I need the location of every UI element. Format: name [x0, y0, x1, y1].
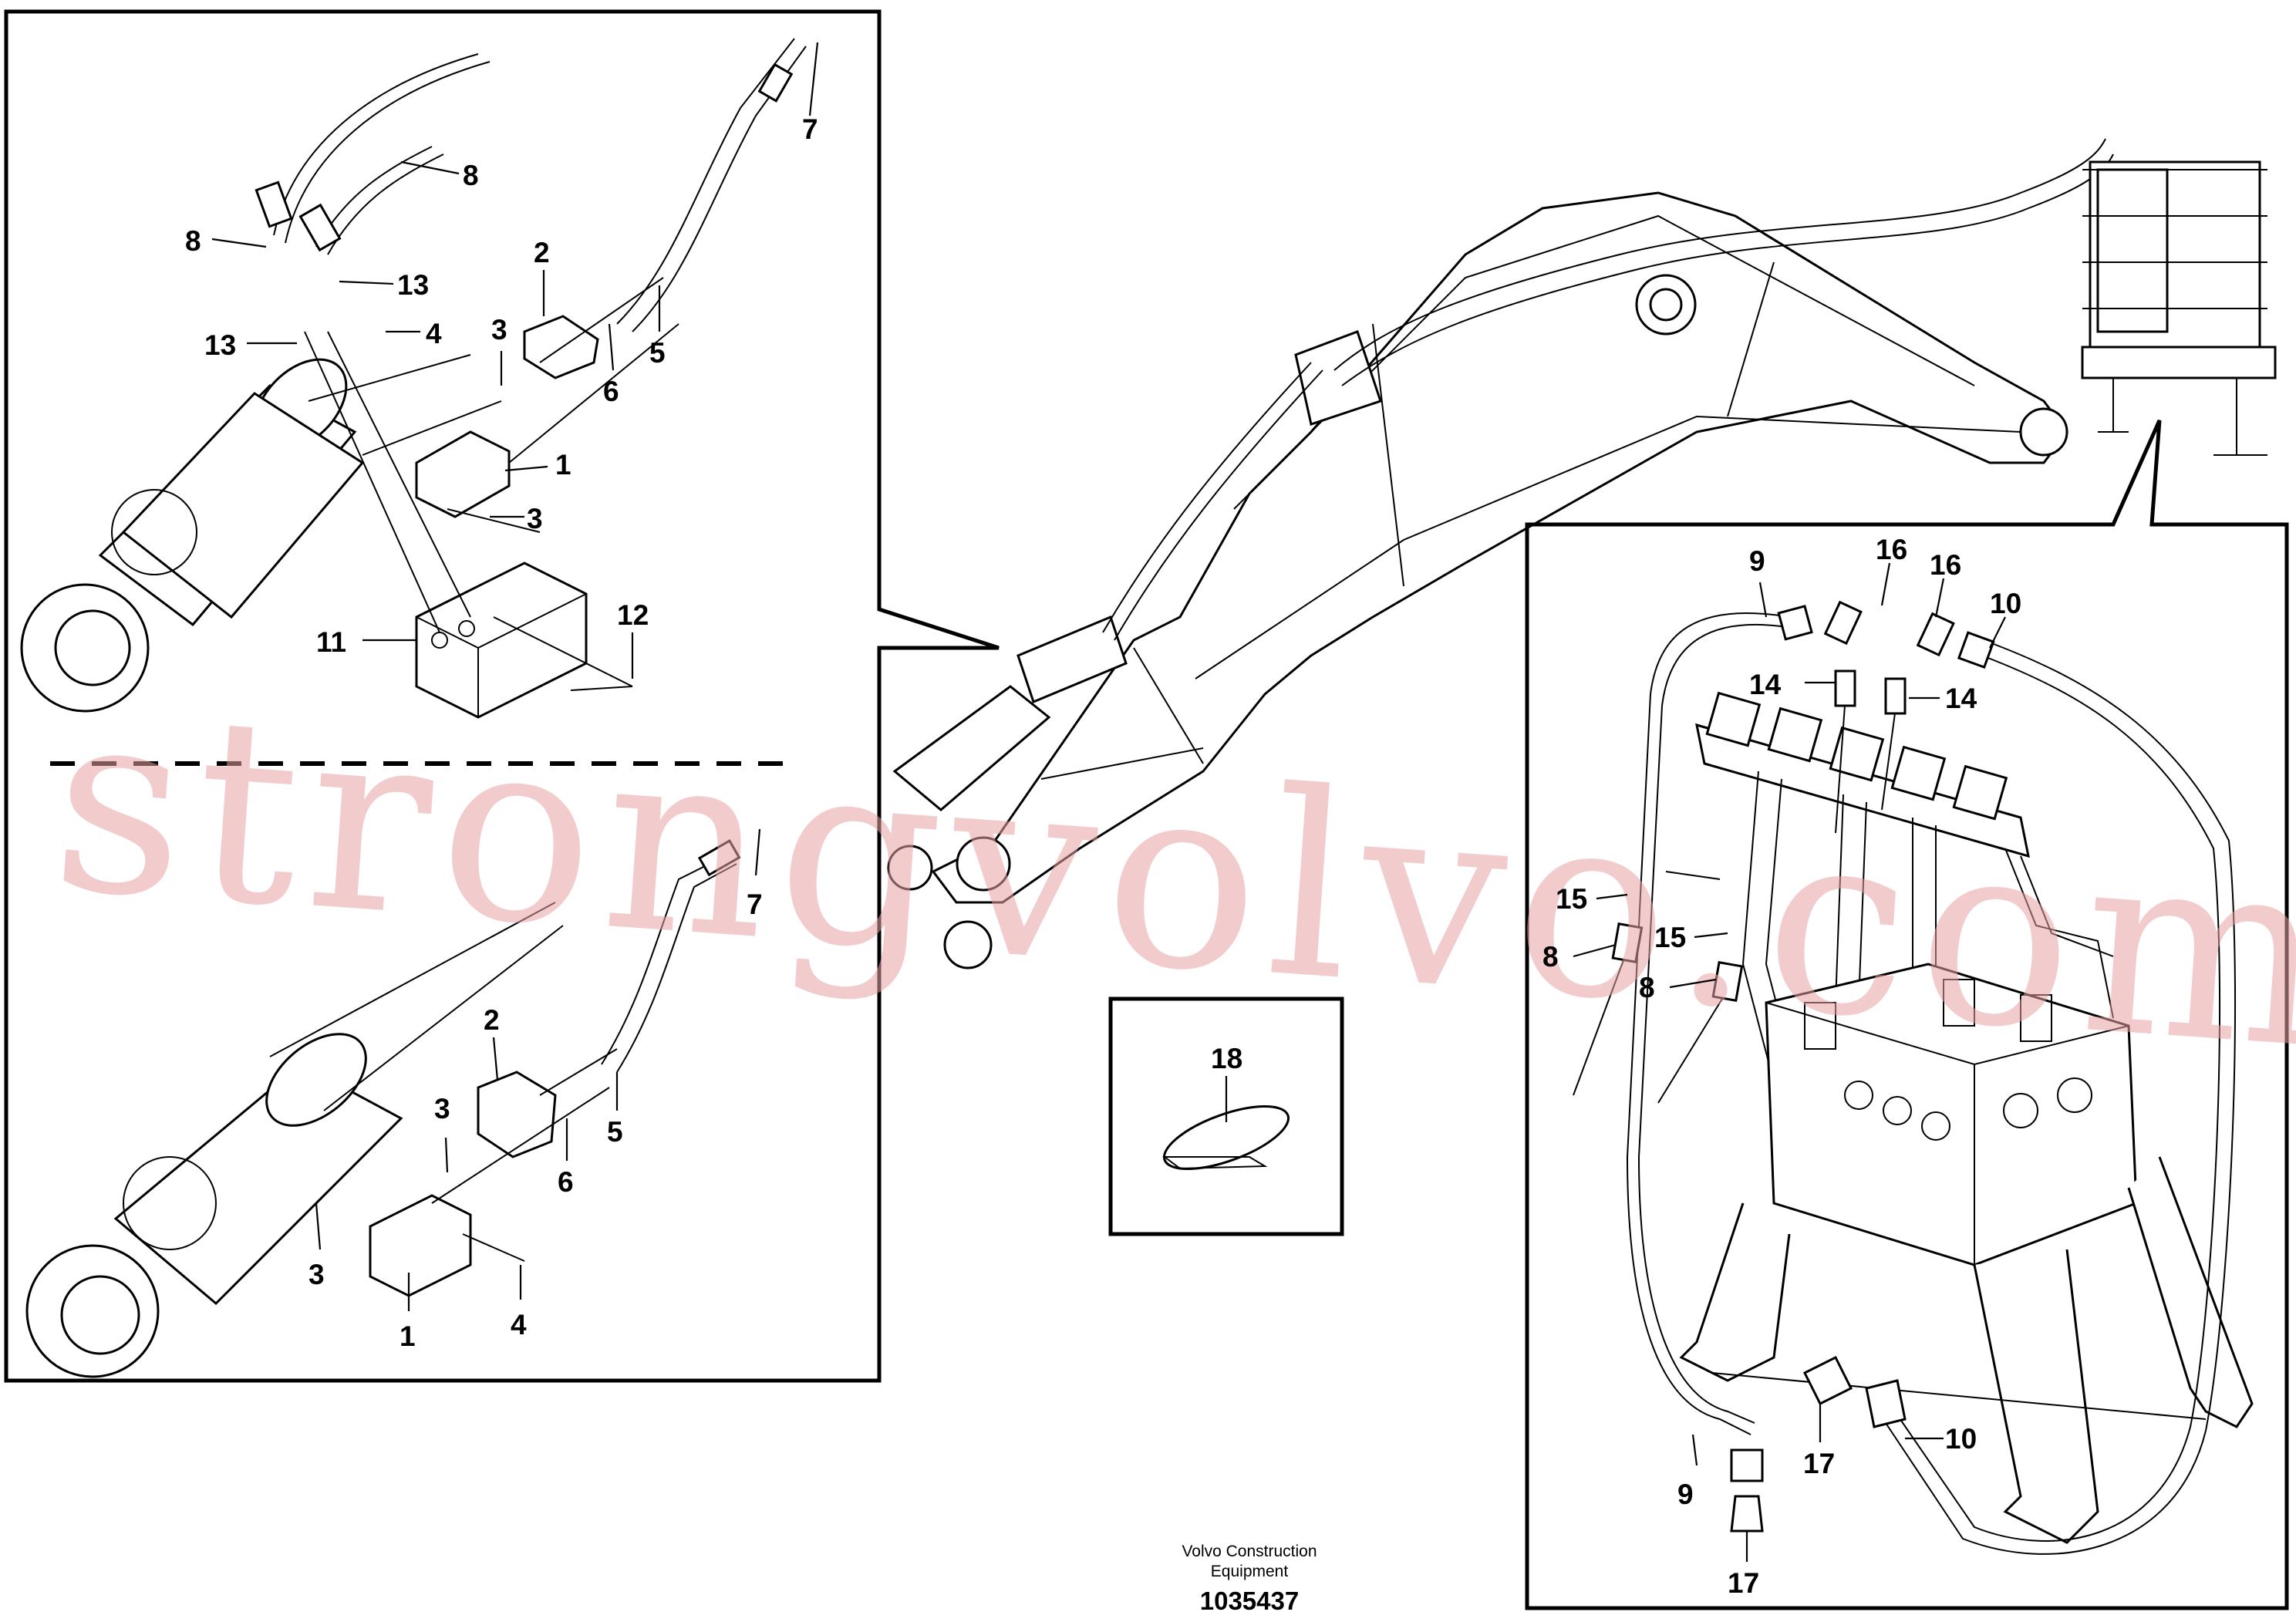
callout-17-top: 17 [1803, 1448, 1835, 1479]
callout-3-bottom-lower: 3 [308, 1259, 325, 1290]
callout-8-right-left: 8 [1542, 941, 1559, 973]
callout-15-right: 15 [1654, 922, 1686, 953]
callout-4-top: 4 [426, 318, 442, 349]
cable-tie-frame [1108, 996, 1344, 1236]
callout-3-top-lower: 3 [527, 503, 543, 534]
company-line-1: Volvo Construction [1182, 1543, 1317, 1560]
excavator-boom-illustration [887, 138, 2277, 969]
callout-2-bottom: 2 [484, 1004, 500, 1036]
callout-16-right: 16 [1930, 549, 1961, 581]
callout-12-top: 12 [617, 599, 649, 631]
callout-7-bottom: 7 [747, 889, 763, 920]
callout-17-bottom: 17 [1728, 1567, 1759, 1599]
callout-15-left: 15 [1556, 883, 1587, 915]
callouts: 7 8 8 13 13 2 4 3 5 6 1 3 12 11 7 2 3 5 [185, 42, 2021, 1599]
callout-13-top-right: 13 [397, 269, 429, 301]
callout-14-right: 14 [1945, 683, 1977, 714]
callout-10-top: 10 [1990, 588, 2021, 619]
callout-8-right-right: 8 [1639, 972, 1655, 1003]
callout-10-bottom: 10 [1945, 1423, 1977, 1455]
right-detail-frame [1525, 419, 2289, 1610]
left-detail-frame [4, 9, 1000, 1383]
cylinder-top [20, 354, 502, 713]
callout-13-top-left: 13 [204, 329, 236, 361]
valve-assembly-detail [1573, 600, 2254, 1555]
callout-1-top: 1 [555, 449, 571, 481]
callout-2-top: 2 [534, 237, 550, 268]
callout-9-top: 9 [1749, 545, 1765, 577]
callout-16-left: 16 [1876, 534, 1907, 565]
callout-3-top-upper: 3 [491, 314, 507, 346]
callout-8-top-left: 8 [185, 225, 201, 257]
callout-6-bottom: 6 [558, 1166, 574, 1198]
flange-blocks-top [415, 277, 679, 719]
callout-18: 18 [1211, 1043, 1242, 1074]
callout-14-left: 14 [1749, 669, 1782, 700]
callout-3-bottom-upper: 3 [434, 1093, 450, 1125]
callout-11-top: 11 [316, 626, 346, 658]
callout-1-bottom: 1 [400, 1320, 416, 1352]
callout-8-top-right: 8 [463, 160, 479, 191]
cylinder-bottom [25, 902, 564, 1378]
callout-5-bottom: 5 [607, 1116, 623, 1148]
footer: Volvo Construction Equipment 1035437 [1182, 1543, 1317, 1615]
callout-4-bottom: 4 [511, 1309, 527, 1340]
flange-blocks-bottom [369, 839, 741, 1297]
company-line-2: Equipment [1211, 1563, 1289, 1580]
callout-5-top: 5 [649, 337, 666, 369]
callout-6-top: 6 [603, 376, 619, 407]
drawing-number: 1035437 [1200, 1587, 1299, 1615]
callout-9-bottom: 9 [1677, 1479, 1694, 1510]
hoses-top [255, 38, 807, 633]
cable-tie-part [1162, 1105, 1290, 1170]
callout-7-top: 7 [802, 113, 818, 145]
